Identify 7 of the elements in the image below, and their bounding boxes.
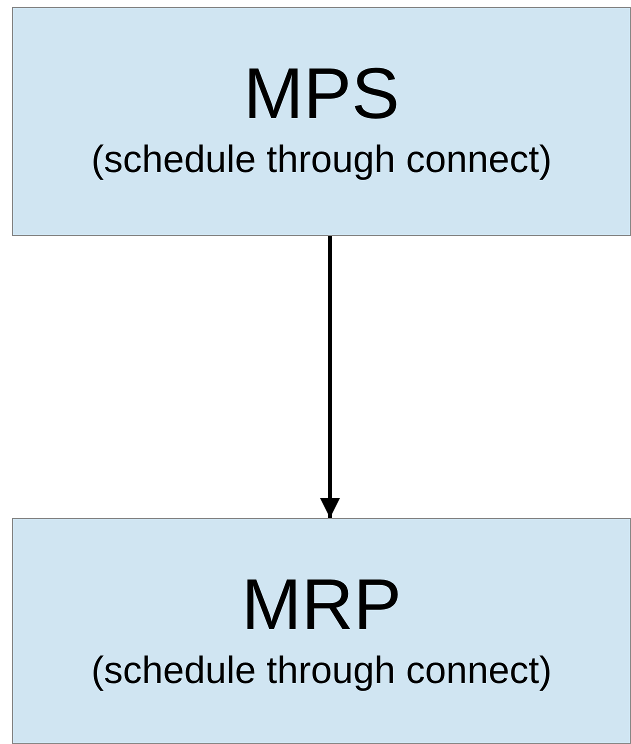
box-title: MRP	[242, 569, 402, 641]
arrow	[320, 236, 340, 518]
box-subtitle: (schedule through connect)	[91, 651, 552, 693]
box-title: MPS	[243, 58, 400, 130]
process-box	[12, 518, 631, 744]
box-subtitle: (schedule through connect)	[91, 140, 552, 182]
process-box	[12, 7, 631, 236]
